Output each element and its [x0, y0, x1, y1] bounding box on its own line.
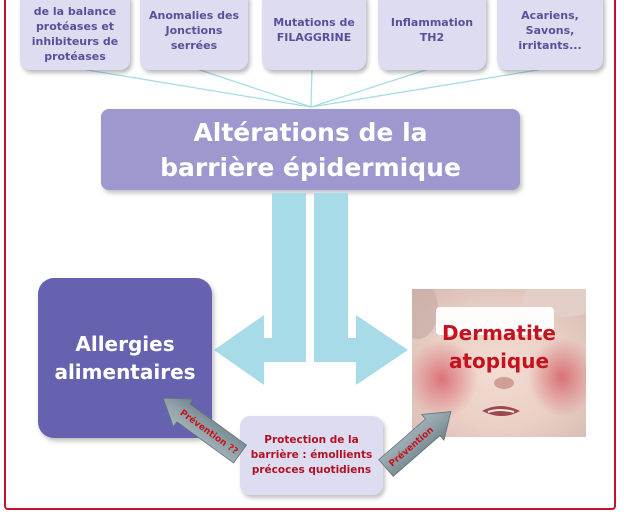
central-box: Altérations de la barrière épidermique	[101, 109, 520, 190]
dermatitis-label: Dermatite atopique	[442, 321, 556, 373]
source-box-irritants: Acariens, Savons, irritants...	[497, 0, 603, 70]
connector-line-3	[310, 67, 433, 108]
right-split-arrow	[314, 193, 408, 385]
source-label: Mutations de FILAGGRINE	[273, 16, 355, 44]
protection-label: Protection de la barrière : émollients p…	[250, 434, 373, 476]
connector-line-4	[310, 67, 551, 108]
prevention-left-arrow: Prévention ??	[162, 397, 248, 464]
source-label: de la balance protéases et inhibiteurs d…	[31, 5, 119, 63]
left-split-arrow	[214, 193, 306, 385]
source-label: Acariens, Savons, irritants...	[518, 8, 582, 52]
allergy-box: Allergies alimentaires	[38, 278, 212, 438]
source-box-tight-junctions: Anomalies des Jonctions serrées	[140, 0, 248, 70]
source-box-protease-balance: de la balance protéases et inhibiteurs d…	[20, 0, 130, 70]
allergy-label: Allergies alimentaires	[54, 332, 196, 384]
source-box-filaggrin: Mutations de FILAGGRINE	[262, 0, 366, 70]
connector-line-0	[74, 67, 312, 108]
source-box-th2-inflammation: Inflammation TH2	[378, 0, 486, 70]
frame-border	[4, 0, 616, 510]
prevention-left-label: Prévention ??	[178, 407, 240, 457]
protection-box: Protection de la barrière : émollients p…	[240, 416, 383, 495]
central-label: Altérations de la barrière épidermique	[160, 117, 461, 182]
source-label: Inflammation TH2	[390, 16, 474, 44]
connector-line-1	[193, 67, 312, 108]
connector-line-2	[310, 67, 313, 108]
prevention-right-arrow: Prévention	[378, 411, 452, 477]
source-label: Anomalies des Jonctions serrées	[148, 8, 240, 52]
